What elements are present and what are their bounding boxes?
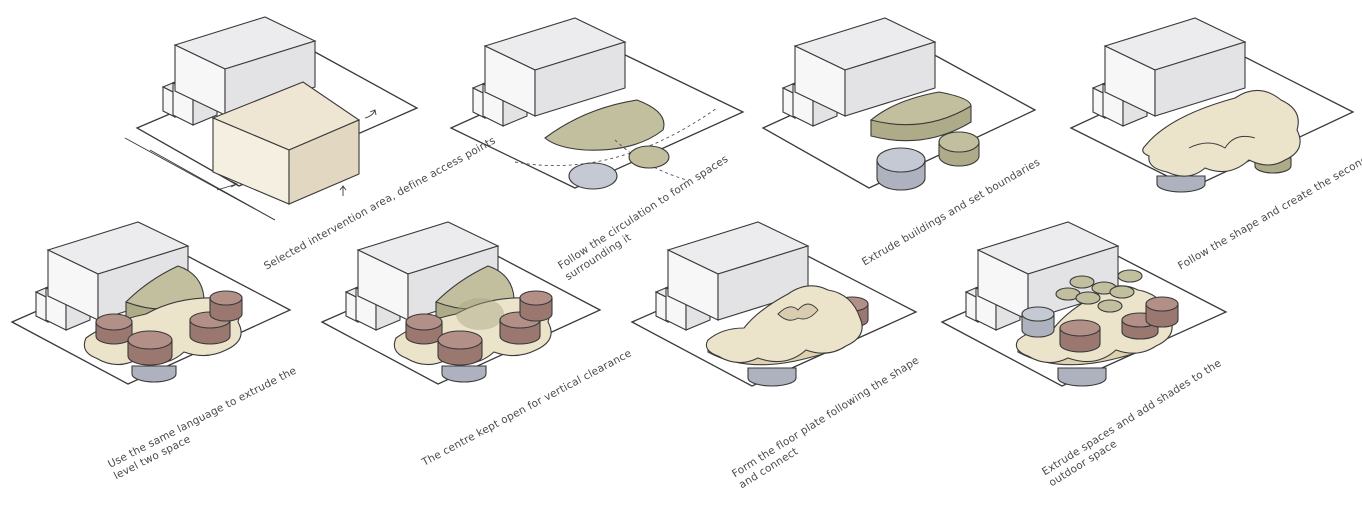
step-8-diagram xyxy=(940,221,1228,387)
extruded-cylinder xyxy=(209,290,243,306)
access-arrow-icon xyxy=(364,109,377,119)
extruded-cylinder xyxy=(1145,296,1179,312)
extruded-cylinder xyxy=(1059,319,1101,337)
step-4-diagram xyxy=(1069,17,1355,193)
extruded-cylinder xyxy=(127,330,173,350)
extruded-cylinder xyxy=(519,290,553,306)
step-6-diagram xyxy=(320,221,602,385)
intervention-volume xyxy=(211,81,361,205)
extruded-cylinder xyxy=(405,313,443,331)
open-centre-void xyxy=(456,298,504,330)
access-arrow-icon xyxy=(339,185,347,196)
access-arrow-icon xyxy=(216,180,239,191)
step-7-diagram xyxy=(630,221,918,387)
connected-floor-plate xyxy=(705,285,863,364)
outdoor-shades xyxy=(1055,269,1143,313)
step-5-diagram xyxy=(10,221,292,385)
blue-cylinder xyxy=(1021,306,1055,322)
extruded-cylinder xyxy=(95,313,133,331)
step-3-diagram xyxy=(761,17,1037,191)
pavilion-olive xyxy=(628,145,670,169)
extruded-cylinder xyxy=(437,330,483,350)
step-2-diagram xyxy=(449,17,745,190)
step-1-diagram xyxy=(124,16,419,221)
circulation-space xyxy=(544,99,665,151)
second-level-plate xyxy=(1142,89,1301,177)
blue-cylinder xyxy=(876,147,926,173)
olive-cylinder xyxy=(938,131,980,153)
half-disc-volume xyxy=(869,91,972,126)
pavilion-blue xyxy=(568,162,618,190)
